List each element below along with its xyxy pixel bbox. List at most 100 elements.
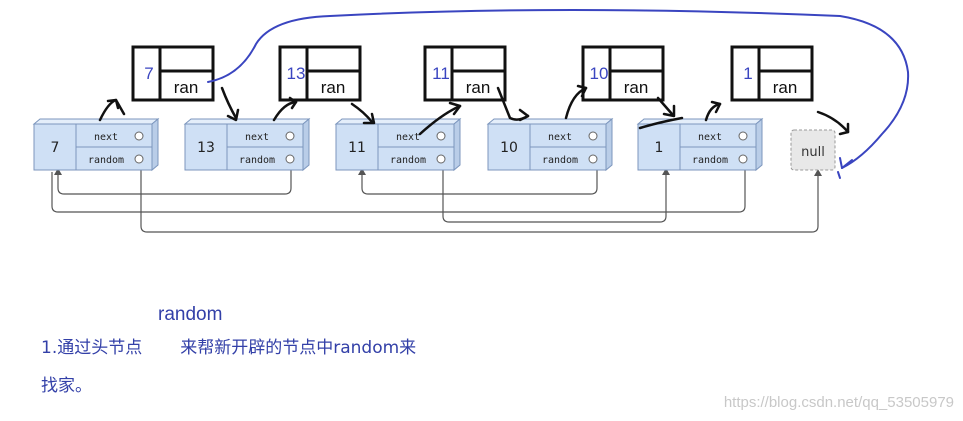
copied-node-box: [423, 45, 507, 102]
node-random-label: random: [390, 155, 426, 166]
hand-arrow-stroke: [838, 122, 850, 136]
hand-arrow-stroke: [518, 108, 530, 122]
random-connector: [442, 160, 667, 223]
connector-arrowhead: [814, 169, 822, 176]
node-top-face: [183, 118, 311, 125]
hand-arrow-stroke: [98, 98, 126, 122]
note-line-2: 找家。: [41, 376, 92, 396]
hand-arrow-stroke: [656, 96, 674, 116]
hand-arrow-stroke: [288, 96, 298, 110]
hand-loop-stroke: [837, 171, 841, 179]
node-value: 10: [500, 140, 518, 156]
copied-node-box: [730, 45, 814, 102]
node-random-label: random: [542, 155, 578, 166]
copied-node-value: 1: [743, 64, 752, 83]
random-connector: [140, 160, 819, 233]
copied-node-value: 11: [432, 64, 450, 83]
hand-arrow-stroke: [226, 108, 240, 122]
hand-arrow-stroke: [710, 100, 722, 114]
hand-arrow-stroke: [816, 110, 850, 134]
node-value: 13: [197, 140, 215, 156]
list-node: 11 next random: [334, 117, 462, 172]
node-side-face: [151, 117, 159, 172]
node-random-label: random: [88, 155, 124, 166]
random-connector: [361, 160, 598, 195]
next-pointer-dot: [588, 131, 598, 141]
node-side-face: [453, 117, 461, 172]
list-node: 10 next random: [486, 117, 614, 172]
copied-node-box: [278, 45, 362, 102]
next-pointer-dot: [285, 131, 295, 141]
node-random-label: random: [692, 155, 728, 166]
list-node: 7 next random: [32, 117, 160, 172]
random-pointer-dot: [436, 154, 446, 164]
connector-arrowhead: [358, 168, 366, 175]
hand-arrow-stroke: [576, 84, 588, 98]
copied-node: 11 ran: [423, 45, 507, 102]
random-pointer-dot: [134, 154, 144, 164]
hand-arrow-stroke: [106, 98, 120, 110]
node-top-face: [334, 118, 462, 125]
random-connectors: [51, 160, 822, 233]
node-side-face: [755, 117, 763, 172]
original-node-row: 7 next random 13 next random 11 next random 10 nex…: [32, 117, 836, 172]
copied-node-box: [581, 45, 665, 102]
node-value: 1: [655, 140, 664, 156]
copied-node: 1 ran: [730, 45, 814, 102]
hand-arrow-stroke: [272, 100, 298, 122]
random-word: random: [158, 304, 223, 325]
hand-arrow-stroke: [350, 102, 374, 124]
copied-node: 7 ran: [131, 45, 215, 102]
node-value: 11: [348, 140, 366, 156]
node-random-label: random: [239, 155, 275, 166]
node-next-label: next: [94, 132, 118, 143]
copied-node-field: ran: [466, 78, 491, 97]
note-line-1-start: 1.通过头节点: [41, 338, 143, 358]
null-label: null: [801, 145, 825, 160]
hand-loop-stroke: [839, 157, 843, 169]
random-connector: [51, 160, 746, 213]
watermark: https://blog.csdn.net/qq_53505979: [723, 394, 954, 411]
hand-arrow-stroke: [220, 86, 238, 120]
next-pointer-dot: [134, 131, 144, 141]
random-pointer-dot: [738, 154, 748, 164]
random-pointer-dot: [285, 154, 295, 164]
random-pointer-dot: [588, 154, 598, 164]
node-next-label: next: [548, 132, 572, 143]
node-value: 7: [51, 140, 60, 156]
connector-arrowhead: [54, 168, 62, 175]
hand-arrow-stroke: [564, 86, 588, 120]
hand-arrow-stroke: [362, 112, 376, 125]
hand-drawn-strokes: [98, 9, 910, 179]
copied-node-value: 13: [287, 64, 306, 83]
random-connector: [57, 160, 292, 195]
copied-node-value: 7: [144, 64, 153, 83]
next-pointer-dot: [436, 131, 446, 141]
note-line-1: 1.通过头节点 来帮新开辟的节点中random来: [41, 333, 416, 358]
hand-arrow-stroke: [418, 104, 462, 136]
hand-loop-stroke: [841, 159, 853, 169]
null-node: null: [790, 129, 836, 171]
hand-arrow-stroke: [662, 104, 676, 118]
copied-node-box: [131, 45, 215, 102]
connector-arrowhead: [662, 168, 670, 175]
node-next-label: next: [698, 132, 722, 143]
node-side-face: [605, 117, 613, 172]
copied-node-field: ran: [773, 78, 798, 97]
list-node: 1 next random: [636, 117, 764, 172]
node-top-face: [32, 118, 160, 125]
node-side-face: [302, 117, 310, 172]
copied-node-field: ran: [174, 78, 199, 97]
note-line-1-end: 来帮新开辟的节点中random来: [180, 338, 417, 358]
copied-node-field: ran: [624, 78, 649, 97]
list-node: 13 next random: [183, 117, 311, 172]
node-next-label: next: [245, 132, 269, 143]
hand-arrow-stroke: [638, 116, 684, 130]
next-pointer-dot: [738, 131, 748, 141]
node-next-label: next: [396, 132, 420, 143]
hand-arrow-stroke: [448, 101, 462, 116]
